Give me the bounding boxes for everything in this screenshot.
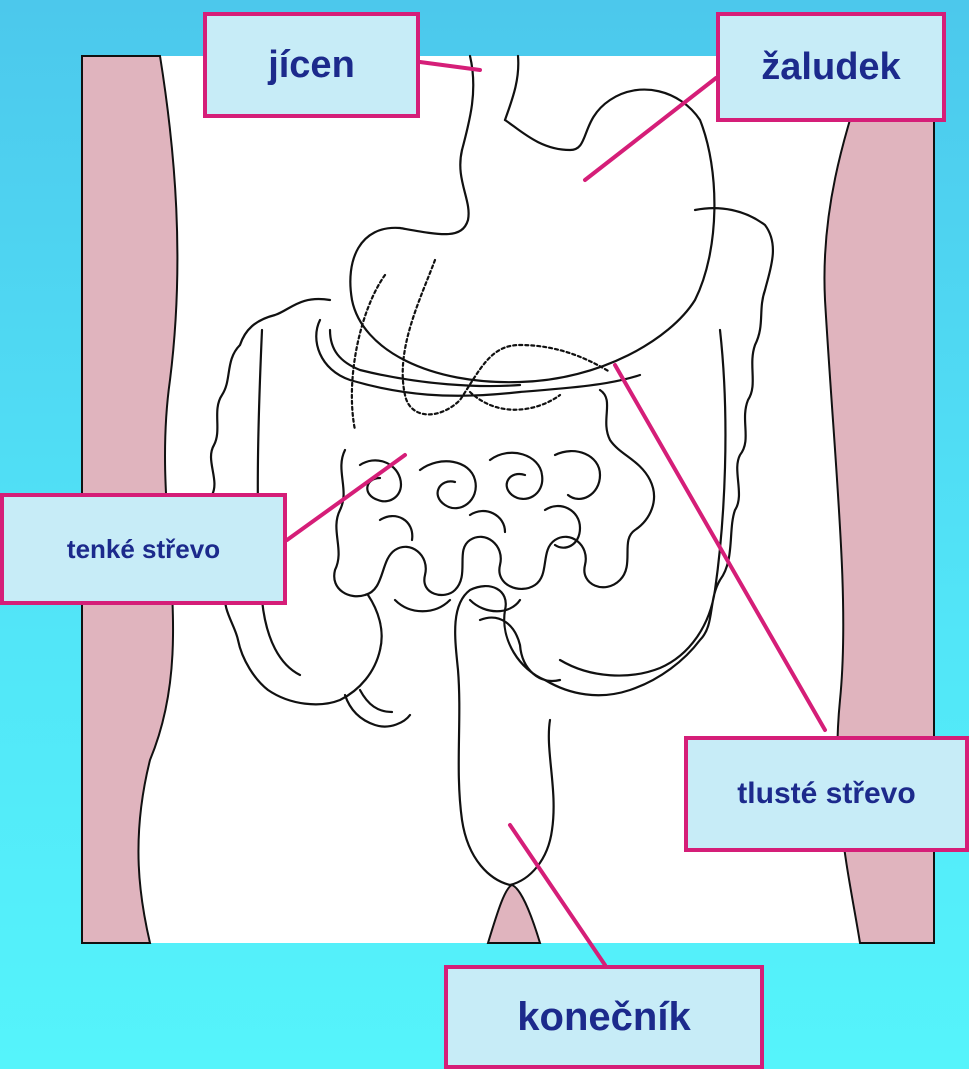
stomach-label: žaludek — [716, 12, 946, 122]
stomach-label-text: žaludek — [761, 46, 900, 89]
esophagus-label: jícen — [203, 12, 420, 118]
small-intestine-label: tenké střevo — [0, 493, 287, 605]
esophagus-label-text: jícen — [268, 44, 355, 87]
rectum-label: konečník — [444, 965, 764, 1069]
large-intestine-label-text: tlusté střevo — [737, 777, 915, 811]
large-intestine-label: tlusté střevo — [684, 736, 969, 852]
small-intestine-label-text: tenké střevo — [67, 534, 220, 565]
rectum-label-text: konečník — [517, 995, 690, 1040]
